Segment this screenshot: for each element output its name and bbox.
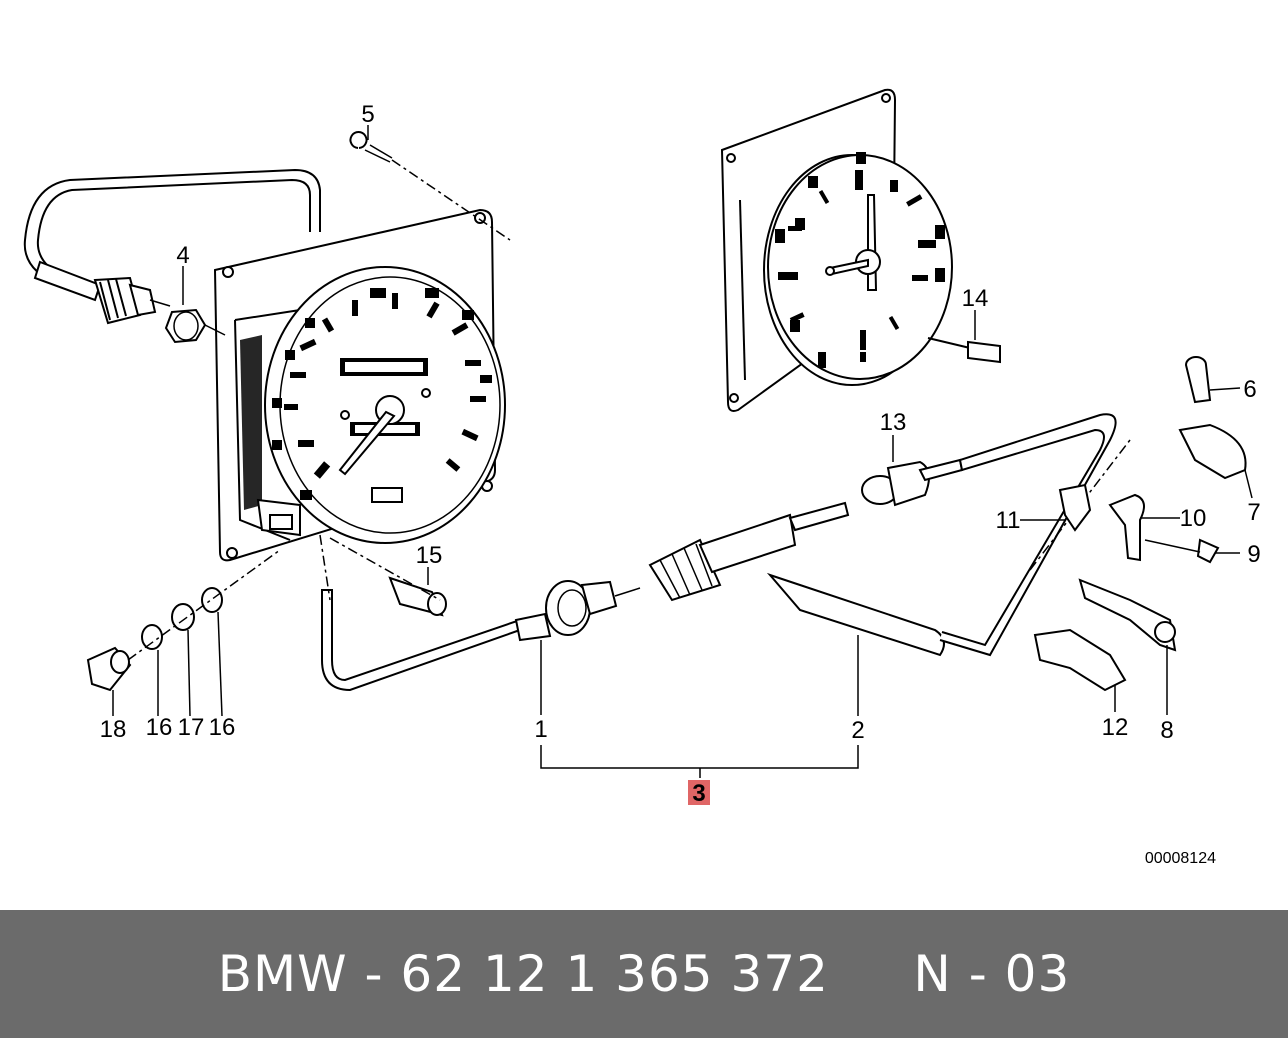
callout-5: 5: [361, 101, 374, 128]
diagram-canvas: 5 4 14 6 13 7 10 11 9 15 1 2 12 8 18 16 …: [23, 88, 1261, 867]
part-number-banner: BMW - 62 12 1 365 372 N - 03: [0, 910, 1288, 1038]
part-4-nut: [164, 308, 226, 344]
callout-3: 3: [692, 780, 705, 807]
leader-lines: [112, 125, 1253, 778]
callout-16b: 16: [209, 714, 236, 741]
callout-1: 1: [534, 716, 547, 743]
clock-instrument: [720, 88, 1001, 412]
speedo-scale-marks: [272, 288, 492, 500]
callout-11: 11: [996, 507, 1021, 534]
part-number-text: BMW - 62 12 1 365 372 N - 03: [217, 945, 1071, 1003]
callout-10: 10: [1180, 505, 1207, 532]
small-parts-left: [86, 537, 447, 692]
small-parts-right: [1033, 356, 1247, 692]
speedo-drive-cable: [23, 168, 321, 325]
callout-4: 4: [176, 242, 189, 269]
clock-hour-marks: [775, 152, 945, 368]
callout-6: 6: [1243, 376, 1256, 403]
callout-2: 2: [851, 717, 864, 744]
speedometer-instrument: [213, 208, 506, 562]
callout-17: 17: [178, 714, 205, 741]
callout-12: 12: [1102, 714, 1129, 741]
callout-16a: 16: [146, 714, 173, 741]
callout-9: 9: [1247, 541, 1260, 568]
callout-7: 7: [1247, 499, 1260, 526]
parts-diagram: 5 4 14 6 13 7 10 11 9 15 1 2 12 8 18 16 …: [23, 88, 1261, 867]
callout-18: 18: [100, 716, 127, 743]
callout-15: 15: [416, 542, 443, 569]
part-2-cable: [766, 413, 1131, 657]
callout-8: 8: [1160, 717, 1173, 744]
cable-coupling: [648, 501, 850, 602]
reference-number: 00008124: [1145, 850, 1216, 867]
part-13-grommet: [861, 458, 964, 507]
callout-labels: 5 4 14 6 13 7 10 11 9 15 1 2 12 8 18 16 …: [100, 101, 1261, 867]
part-1-cable: [319, 534, 641, 692]
callout-14: 14: [962, 285, 989, 312]
callout-3-highlight: [688, 780, 710, 805]
callout-13: 13: [880, 409, 907, 436]
